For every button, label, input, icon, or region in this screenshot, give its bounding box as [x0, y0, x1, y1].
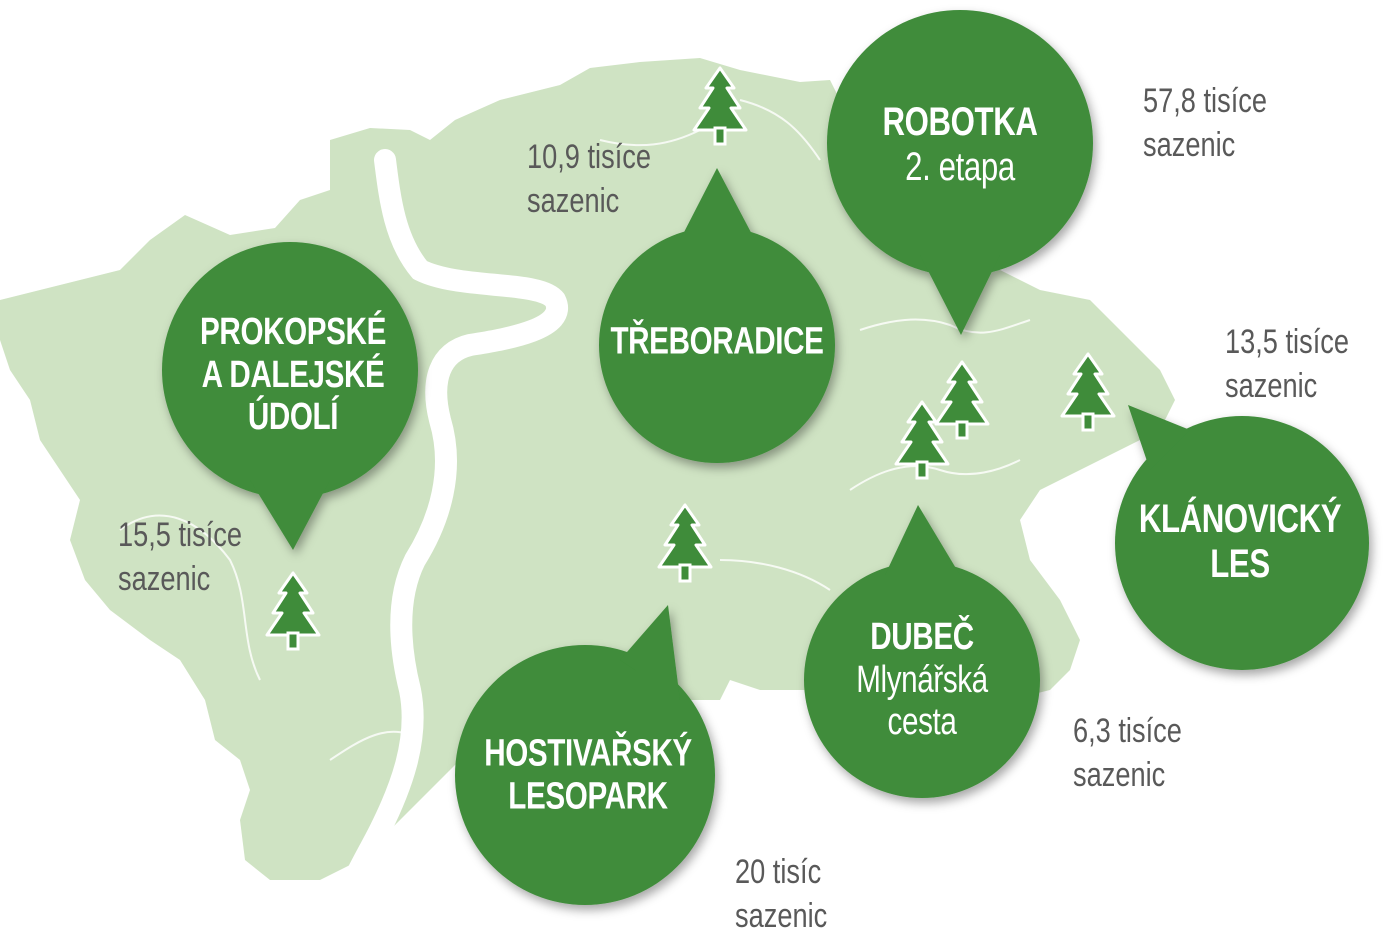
- river: [319, 149, 568, 941]
- location-name-klanovicky: KLÁNOVICKÝ LES: [1138, 497, 1342, 586]
- location-name-dubec: DUBEČ Mlynářská cesta: [856, 616, 988, 744]
- count-prokopske: 15,5 tisíce sazenic: [118, 516, 242, 599]
- location-name-robotka: ROBOTKA 2. etapa: [882, 100, 1038, 189]
- location-name-prokopske: PROKOPSKÉ A DALEJSKÉ ÚDOLÍ: [200, 311, 386, 439]
- count-klanovicky: 13,5 tisíce sazenic: [1225, 323, 1349, 406]
- bubble-prokopske: [162, 242, 418, 550]
- bubble-dubec: [804, 505, 1040, 798]
- count-dubec: 6,3 tisíce sazenic: [1073, 712, 1182, 795]
- location-name-treboradice: TŘEBORADICE: [610, 320, 824, 363]
- count-treboradice: 10,9 tisíce sazenic: [527, 138, 651, 221]
- bubble-treboradice: [599, 168, 835, 463]
- location-name-hostivarsky: HOSTIVAŘSKÝ LESOPARK: [484, 732, 692, 817]
- bubble-robotka: [827, 10, 1093, 335]
- bubble-hostivarsky: [455, 605, 715, 905]
- bubble-klanovicky: [1115, 405, 1369, 670]
- count-robotka: 57,8 tisíce sazenic: [1143, 82, 1267, 165]
- count-hostivarsky: 20 tisíc sazenic: [735, 853, 828, 936]
